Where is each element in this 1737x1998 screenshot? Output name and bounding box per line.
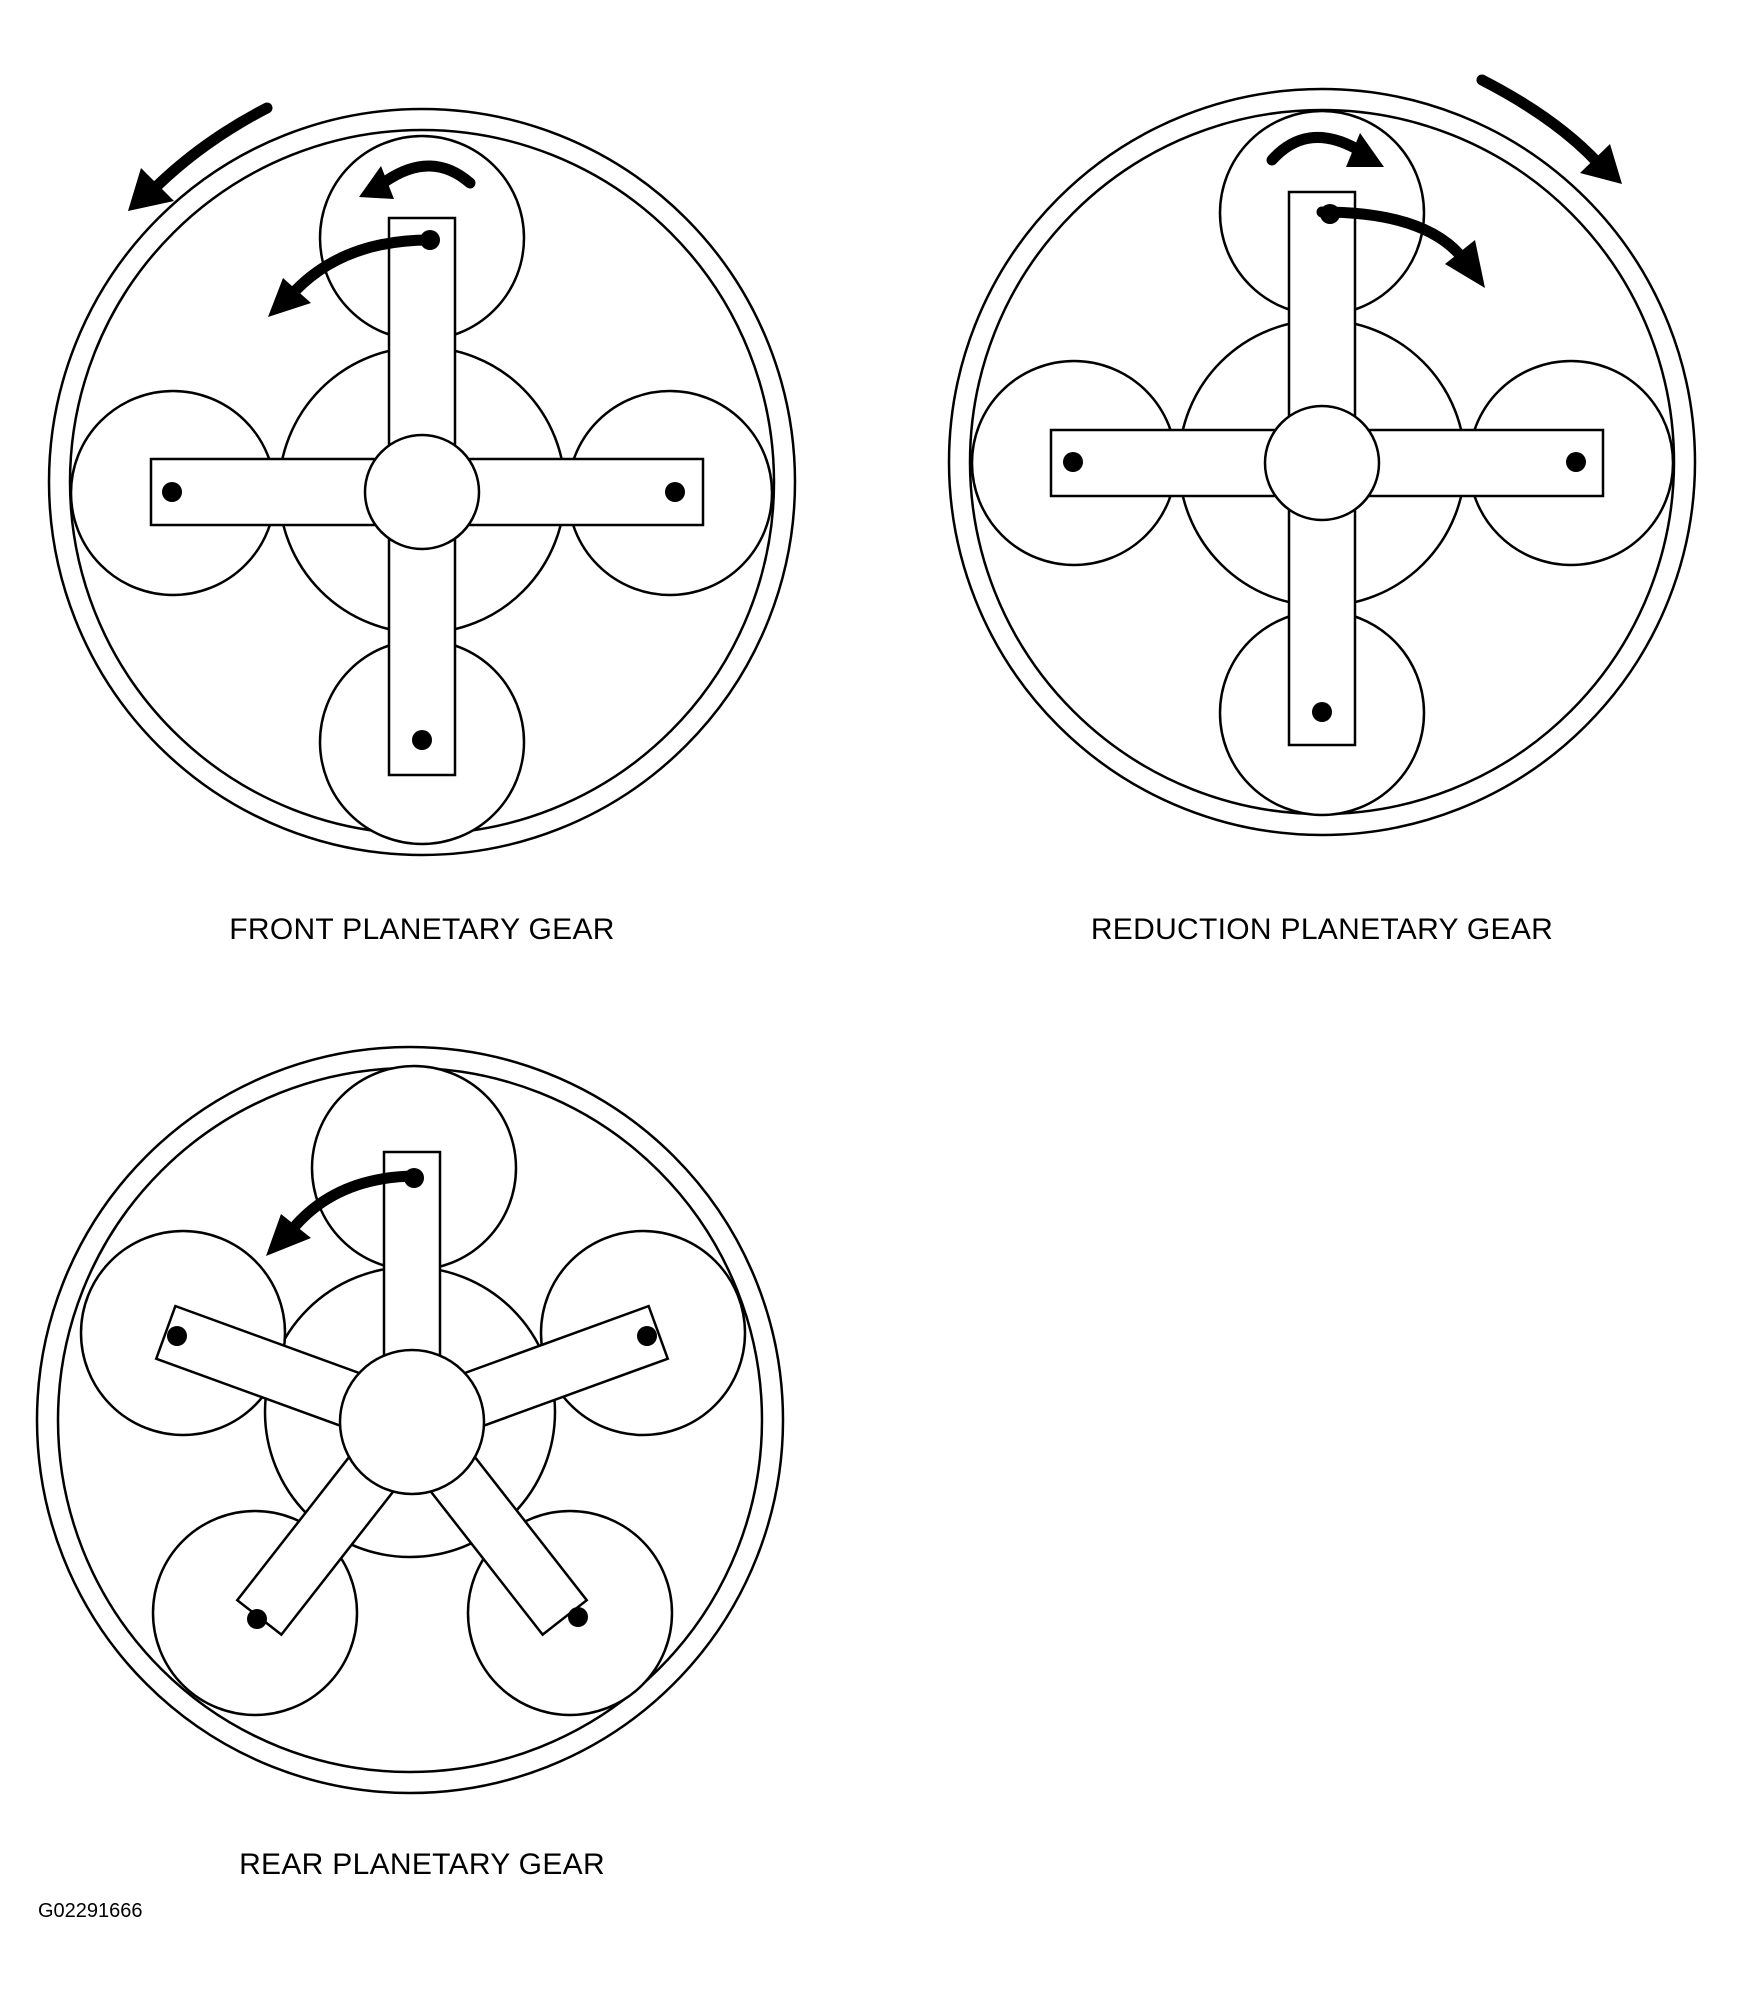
rotation-arrow-icon [359, 160, 476, 199]
pinion-pin-icon [1312, 702, 1332, 722]
pinion-pin-icon [665, 482, 685, 502]
pinion-pin-icon [1566, 452, 1586, 472]
pinion-pin-icon [1063, 452, 1083, 472]
front-carrier-hub [363, 433, 481, 551]
rotation-arrow-icon [1316, 206, 1485, 288]
pinion-pin-icon [568, 1607, 588, 1627]
rotation-arrow-icon [1476, 74, 1622, 184]
reduction-carrier-hub [1263, 404, 1381, 522]
rotation-arrow-icon [266, 1170, 424, 1256]
rotation-arrow-icon [1266, 131, 1384, 167]
figure-id: G02291666 [38, 1900, 143, 1922]
rear-planetary-gear [35, 1045, 785, 1795]
rear-carrier-hub [338, 1348, 486, 1496]
pinion-pin-icon [637, 1326, 657, 1346]
pinion-pin-icon [167, 1326, 187, 1346]
pinion-pin-icon [247, 1609, 267, 1629]
rotation-arrow-icon [128, 102, 273, 211]
reduction-planetary-gear [947, 74, 1697, 837]
reduction-caption: REDUCTION PLANETARY GEAR [1090, 913, 1554, 946]
front-planetary-gear [47, 102, 797, 857]
rotation-arrow-icon [268, 234, 436, 317]
pinion-pin-icon [162, 482, 182, 502]
front-caption: FRONT PLANETARY GEAR [229, 913, 615, 946]
rear-caption: REAR PLANETARY GEAR [239, 1848, 605, 1881]
pinion-pin-icon [412, 730, 432, 750]
